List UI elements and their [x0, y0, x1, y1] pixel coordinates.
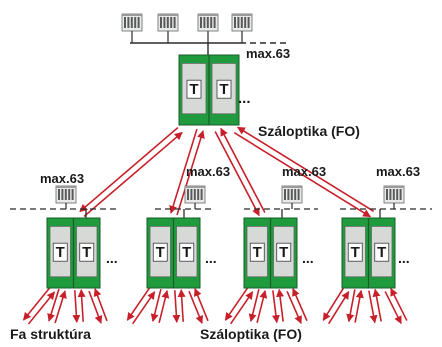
cabinet-bottom-1-label-0: T	[56, 244, 65, 261]
cabinet-bottom-4-label-0: T	[351, 244, 360, 261]
fan-2-2-down	[271, 290, 280, 324]
fan-3-2-down	[368, 290, 378, 324]
bottom-1-max-label: max.63	[40, 171, 84, 186]
fan-3-0-down	[322, 287, 344, 321]
fan-0-2-up	[77, 289, 86, 322]
fan-3-0-up	[328, 291, 350, 325]
tree-structure-caption: Fa struktúra	[10, 326, 91, 342]
io-module-icon	[383, 185, 405, 204]
fan-2-0-down	[224, 287, 249, 321]
bottom-4-max-label: max.63	[376, 164, 420, 179]
fan-3-2-up	[372, 288, 382, 322]
fan-0-1-up	[54, 290, 67, 324]
io-module-icon	[197, 13, 219, 32]
fan-3-1-up	[354, 289, 364, 323]
fan-2-1-up	[256, 290, 268, 323]
bottom-4-ellipsis: ...	[398, 250, 410, 266]
io-module-icon	[121, 13, 143, 32]
fan-1-1-up	[158, 290, 170, 323]
fan-0-1-down	[47, 288, 60, 322]
cabinet-top-label-1: T	[219, 81, 228, 98]
fan-2-2-up	[276, 288, 285, 322]
fan-0-3-down	[88, 290, 103, 324]
link-4-up	[237, 126, 375, 212]
bottom-3-ellipsis: ...	[302, 250, 314, 266]
bottom-2-max-label: max.63	[186, 164, 230, 179]
bottom-2-ellipsis: ...	[205, 250, 217, 266]
fan-3-1-down	[346, 289, 356, 323]
link-1-down	[79, 126, 179, 213]
cabinet-bottom-3-label-0: T	[253, 244, 262, 261]
link-2-up	[176, 130, 205, 216]
fan-2-3-down	[286, 290, 302, 325]
cabinet-bottom-2-label-1: T	[182, 244, 191, 261]
link-4-down	[233, 132, 371, 218]
cabinet-bottom-2-label-0: T	[156, 244, 165, 261]
cabinet-top-label-0: T	[189, 81, 198, 98]
io-module-icon	[184, 185, 206, 204]
fan-1-0-up	[131, 291, 156, 325]
field-buses	[10, 13, 432, 218]
fan-0-0-down	[22, 287, 51, 321]
fan-1-2-down	[172, 290, 181, 323]
io-module-icon	[55, 185, 77, 204]
fan-2-3-up	[292, 287, 308, 322]
fan-0-2-down	[72, 290, 81, 323]
cabinet-bottom-3-label-1: T	[279, 244, 288, 261]
io-module-icon	[157, 13, 179, 32]
fan-1-3-up	[193, 288, 209, 322]
fan-2-0-up	[229, 291, 254, 325]
cabinet-bottom-1-label-1: T	[82, 244, 91, 261]
top-ellipsis: ...	[238, 90, 251, 107]
fan-2-1-down	[248, 289, 260, 322]
fan-1-3-down	[188, 290, 204, 324]
link-1-up	[83, 131, 183, 218]
bottom-3-max-label: max.63	[282, 164, 326, 179]
fan-0-3-up	[93, 288, 108, 322]
fan-3-3-down	[384, 291, 402, 325]
fiber-optic-links	[22, 126, 408, 325]
link-3-up	[220, 127, 266, 213]
io-module-icon	[231, 13, 253, 32]
fan-1-0-down	[126, 287, 151, 321]
fan-3-3-up	[390, 287, 408, 321]
cabinet-bottom-4-label-1: T	[377, 244, 386, 261]
fan-1-1-down	[150, 289, 162, 322]
top-max-label: max.63	[246, 46, 290, 61]
top-fo-label: Száloptika (FO)	[258, 123, 360, 139]
io-module-icon	[281, 185, 303, 204]
link-2-down	[169, 128, 198, 214]
fan-1-2-up	[177, 289, 186, 322]
fiber-optic-caption: Száloptika (FO)	[200, 326, 302, 342]
fan-0-0-up	[27, 291, 56, 325]
link-3-down	[214, 131, 260, 217]
bottom-1-ellipsis: ...	[106, 250, 118, 266]
